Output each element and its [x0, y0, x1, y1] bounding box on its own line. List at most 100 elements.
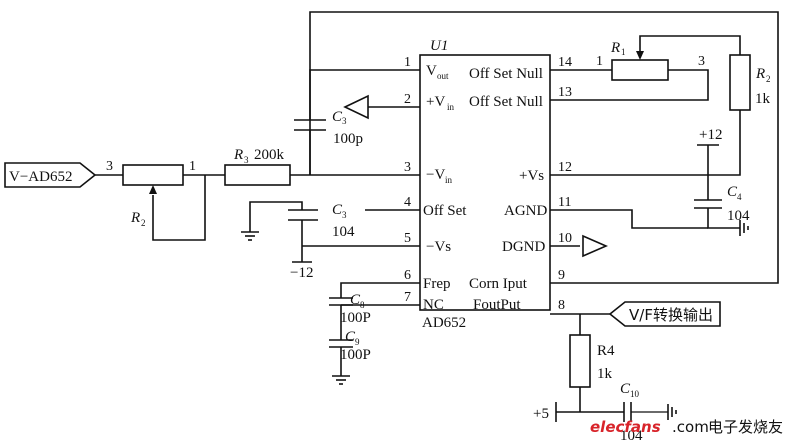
pin-label-offset-null-14: Off Set Null	[469, 66, 543, 82]
r2-pot-pin1: 1	[189, 159, 196, 174]
potentiometer-r1	[611, 59, 669, 81]
ground-symbol-c3b	[241, 231, 259, 241]
pin-label-foutput: FoutPut	[473, 297, 521, 313]
pin-label-minus-vin-sub: in	[445, 175, 453, 185]
c10-value: 104	[620, 428, 643, 444]
c9-value: 100P	[340, 347, 371, 363]
c9-label-sub: 9	[355, 337, 360, 347]
c8-label: C	[350, 292, 361, 308]
pin-number-3: 3	[404, 160, 411, 175]
ic-body	[419, 54, 551, 311]
r4-value: 1k	[597, 366, 613, 382]
ground-triangle-dgnd	[582, 234, 609, 258]
c8-label-sub: 8	[360, 300, 365, 310]
right-pin-stubs	[550, 69, 580, 315]
r1-wiper-arrow	[636, 51, 644, 60]
c3b-label: C	[332, 202, 343, 218]
pin-label-vout-sub: out	[437, 71, 449, 81]
plus5-label: +5	[533, 406, 549, 422]
ground-triangle-pin2	[343, 94, 369, 120]
c4-value: 104	[727, 208, 750, 224]
c4-label: C	[727, 184, 738, 200]
c3a-value: 100p	[333, 131, 363, 147]
r2-pot-pin3: 3	[106, 159, 113, 174]
pin-number-11: 11	[558, 195, 571, 210]
pin-label-plus-vs: +Vs	[519, 168, 544, 184]
ic-ref-label: U1	[430, 38, 448, 54]
r2-wiper-arrow	[149, 185, 157, 194]
r3-value: 200k	[254, 147, 285, 163]
pin-number-14: 14	[558, 55, 572, 70]
pin-number-5: 5	[404, 231, 411, 246]
c9-label: C	[345, 329, 356, 345]
resistor-r3	[224, 164, 291, 186]
r3-label: R	[233, 147, 243, 163]
r3-label-sub: 3	[244, 155, 249, 165]
output-port-label: V/F转换输出	[629, 306, 713, 324]
pin-label-plus-vin-sub: in	[447, 102, 455, 112]
pin-label-corn-iput: Corn Iput	[469, 276, 528, 292]
pin-label-minus-vin: −V	[426, 167, 445, 183]
plus12-label: +12	[699, 127, 722, 143]
ic-part-label: AD652	[422, 315, 466, 331]
pin-number-9: 9	[558, 268, 565, 283]
minus12-label: −12	[290, 265, 313, 281]
pin-number-7: 7	[404, 290, 411, 305]
feedback-wire	[309, 69, 395, 175]
c3b-label-sub: 3	[342, 210, 347, 220]
watermark-dotcom: .com	[672, 418, 709, 436]
c3b-wire	[249, 201, 303, 232]
r2-label: R	[755, 66, 765, 82]
r2-value: 1k	[755, 91, 771, 107]
pin-number-10: 10	[558, 231, 572, 246]
input-port	[4, 162, 97, 188]
r2-pot-label-sub: 2	[141, 218, 146, 228]
r2-pot-label: R	[130, 210, 140, 226]
c8-value: 100P	[340, 310, 371, 326]
r1-pin3: 3	[698, 54, 705, 69]
r1-label-sub: 1	[621, 47, 626, 57]
pin-number-13: 13	[558, 85, 572, 100]
watermark-brand: elecfans	[590, 418, 661, 436]
pin-label-minus-vs: −Vs	[426, 239, 451, 255]
r4-label: R4	[597, 343, 615, 359]
ground-symbol-c10	[667, 404, 677, 420]
pin-label-vout: V	[426, 63, 437, 79]
frep-wire	[340, 282, 395, 298]
ground-symbol-c9	[332, 375, 350, 385]
pin-label-nc: NC	[423, 297, 444, 313]
agnd-wire	[580, 209, 708, 229]
pin-label-offset-null-13: Off Set Null	[469, 94, 543, 110]
c3b-value: 104	[332, 224, 355, 240]
ground-symbol-agnd	[739, 220, 749, 236]
input-port-label: V−AD652	[9, 169, 72, 185]
r1-wiper-wire	[639, 35, 741, 55]
pin-number-4: 4	[404, 195, 411, 210]
left-pin-stubs	[365, 69, 420, 306]
watermark: elecfans .com 电子发烧友	[590, 418, 783, 436]
r1-right-wire	[580, 69, 709, 101]
r2-label-sub: 2	[766, 74, 771, 84]
pin-number-8: 8	[558, 298, 565, 313]
c3a-label: C	[332, 109, 343, 125]
resistor-r2	[729, 54, 751, 111]
top-loop-wire	[309, 11, 779, 284]
pin-label-agnd: AGND	[504, 203, 547, 219]
c4-label-sub: 4	[737, 192, 742, 202]
pin-number-2: 2	[404, 92, 411, 107]
pin-label-frep: Frep	[423, 276, 451, 292]
watermark-cn: 电子发烧友	[708, 418, 783, 436]
r2-wiper-loop	[152, 175, 206, 241]
pin-number-6: 6	[404, 268, 411, 283]
resistor-r4	[569, 334, 591, 388]
capacitor-c3-100p	[294, 70, 326, 175]
c10-label-sub: 10	[630, 389, 640, 399]
output-port	[608, 301, 721, 327]
pin-label-offset: Off Set	[423, 203, 467, 219]
pin-number-12: 12	[558, 160, 572, 175]
pin-label-plus-vin: +V	[426, 94, 445, 110]
r1-label: R	[610, 40, 620, 56]
r1-pin1: 1	[596, 54, 603, 69]
pin-number-1: 1	[404, 55, 411, 70]
